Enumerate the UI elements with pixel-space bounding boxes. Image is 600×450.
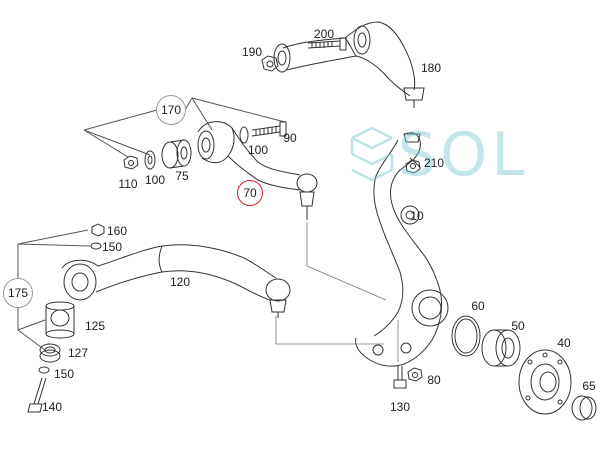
- rear-lower-arm-120: [61, 244, 291, 318]
- part-label-140: 140: [41, 400, 63, 414]
- part-label-50: 50: [511, 319, 525, 333]
- bolt-160: [91, 223, 105, 237]
- part-label-190: 190: [241, 45, 263, 59]
- callout-170: 170: [156, 95, 186, 125]
- part-label-110: 110: [118, 177, 138, 191]
- bolt-140: [27, 377, 47, 413]
- part-label-75: 75: [175, 169, 189, 183]
- part-label-160: 160: [106, 224, 128, 238]
- part-label-200: 200: [313, 27, 335, 41]
- washer-100-right: [239, 126, 249, 144]
- part-label-60: 60: [471, 299, 485, 313]
- watermark-text: SOL: [398, 120, 529, 190]
- washer-150-top: [90, 242, 102, 250]
- part-label-125: 125: [84, 319, 106, 333]
- nut-110: [123, 155, 139, 170]
- callout-170-leaders: [83, 97, 286, 158]
- hub-cap-65: [571, 395, 597, 421]
- part-label-100-right: 100: [247, 143, 269, 157]
- bushing-75: [161, 139, 192, 169]
- washer-150-bottom: [38, 366, 50, 374]
- part-label-80: 80: [427, 373, 441, 387]
- part-label-180: 180: [420, 61, 442, 75]
- part-label-150-top: 150: [101, 240, 123, 254]
- wheel-bearing-50: [481, 329, 521, 367]
- part-label-65: 65: [582, 379, 596, 393]
- nut-190: [261, 55, 279, 72]
- assembly-leaders: [275, 222, 399, 362]
- front-lower-arm-70: [197, 121, 318, 220]
- sol-logo-icon: [350, 126, 394, 182]
- callout-175: 175: [3, 278, 33, 308]
- upper-control-arm: [273, 21, 425, 108]
- bolt-130: [393, 366, 407, 389]
- callout-175-leaders: [17, 229, 91, 351]
- bolt-90: [251, 121, 287, 137]
- part-label-100-left: 100: [144, 173, 166, 187]
- part-label-120: 120: [169, 275, 191, 289]
- part-label-40: 40: [557, 336, 571, 350]
- part-label-130: 130: [389, 400, 411, 414]
- highlighted-part-70: 70: [237, 180, 263, 206]
- nut-80: [407, 367, 423, 382]
- part-label-10: 10: [410, 209, 424, 223]
- wheel-hub-40: [518, 349, 572, 415]
- part-label-90: 90: [283, 131, 297, 145]
- nut-210: [405, 159, 421, 174]
- part-label-150-bottom: 150: [53, 367, 75, 381]
- washer-100-left: [144, 150, 156, 170]
- bushing-125: [45, 301, 75, 339]
- bushing-127: [39, 343, 61, 363]
- snap-ring-60: [451, 315, 481, 357]
- part-label-127: 127: [67, 346, 89, 360]
- part-label-210: 210: [423, 156, 445, 170]
- bolt-200: [307, 37, 347, 51]
